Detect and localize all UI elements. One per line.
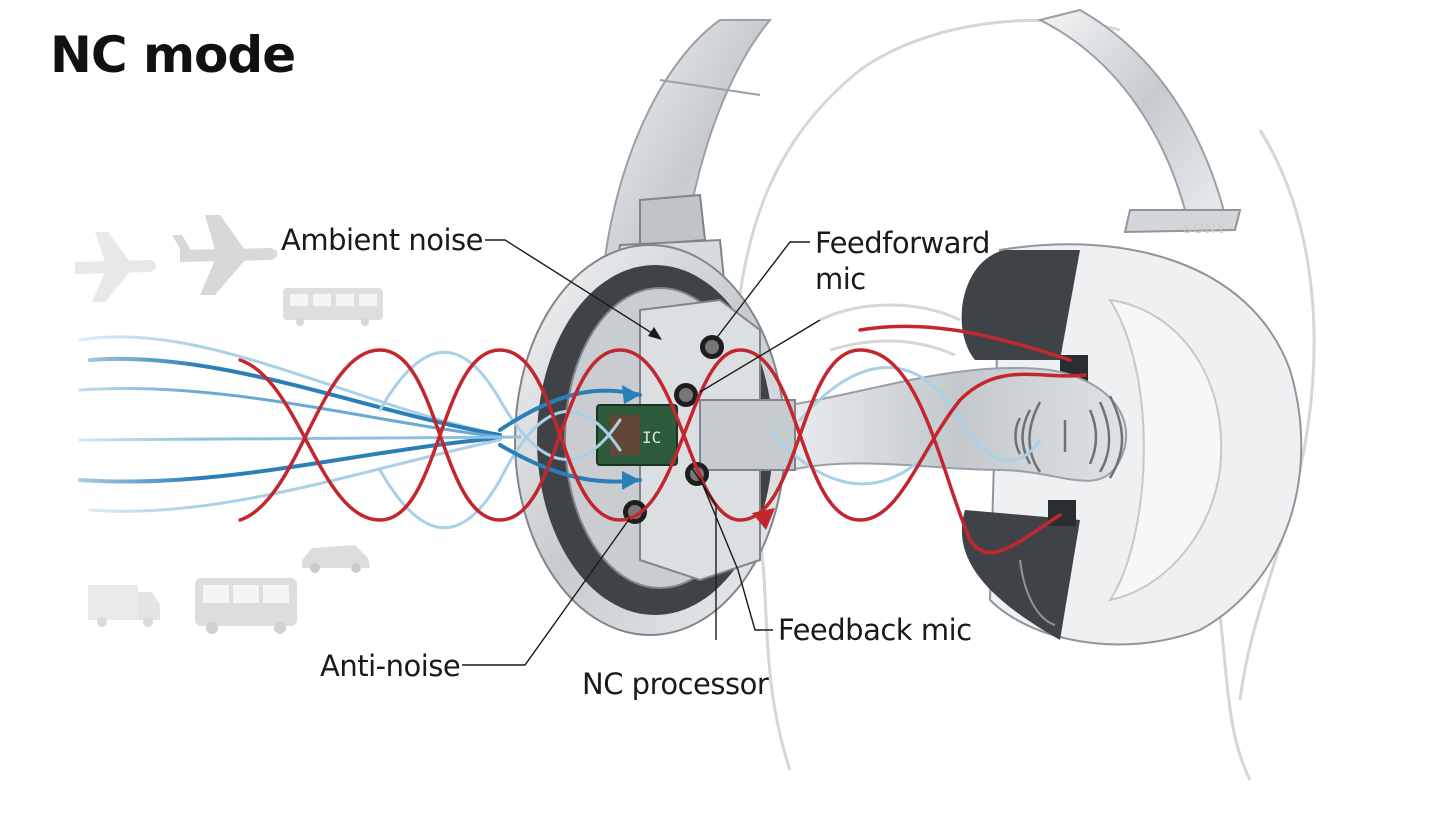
bus-icon: [195, 578, 297, 634]
airplane-icon: [172, 215, 278, 295]
sound-tube: [789, 367, 1128, 482]
anti-noise-arrow: [752, 508, 775, 530]
chip-label: IC: [642, 428, 661, 447]
anti-noise-waves: [238, 324, 1087, 555]
train-icon: [283, 288, 383, 326]
nc-processor-chip: IC: [596, 404, 678, 466]
feedforward-mic-label-line1: Feedforward: [815, 226, 990, 260]
noise-arrow-top: [622, 385, 640, 404]
leader-lines: [462, 239, 821, 666]
nc-processor-label: NC processor: [582, 667, 769, 701]
feedforward-mic-top: [700, 335, 724, 359]
car-icon: [302, 545, 370, 573]
feedforward-mic-label-line2: mic: [815, 262, 866, 296]
page-title: NC mode: [50, 26, 296, 84]
anti-noise-label: Anti-noise: [320, 649, 461, 683]
wave-fade: [0, 300, 200, 560]
airplane-icon: [75, 232, 156, 302]
brand-logo: SONY: [1183, 222, 1227, 237]
feedback-mic-label: Feedback mic: [778, 613, 972, 647]
speaker-waves: [1014, 395, 1124, 479]
ambient-noise-label: Ambient noise: [281, 223, 484, 257]
feedforward-mic-mid: [674, 383, 698, 407]
truck-icon: [88, 585, 160, 627]
noise-arrow-bottom: [622, 471, 640, 490]
